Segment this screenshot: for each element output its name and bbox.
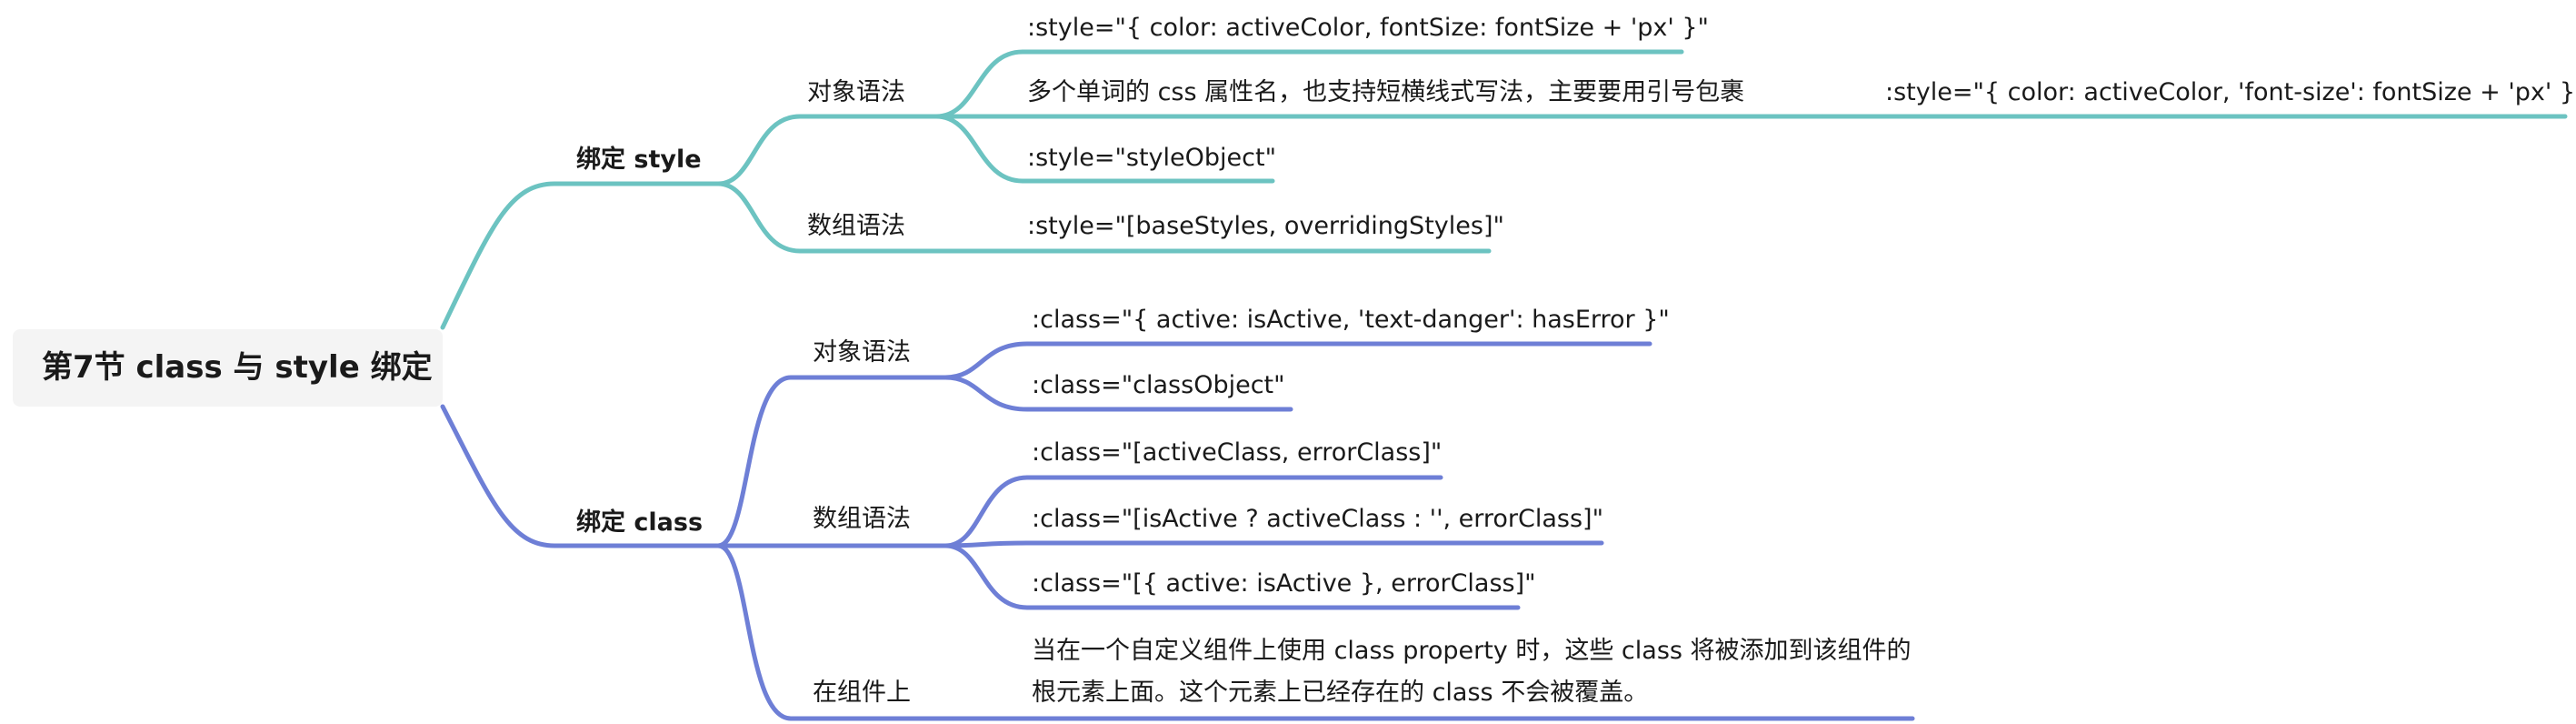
edge-root-to-class: [440, 404, 721, 548]
style-object-leaf-1[interactable]: :style="{ color: activeColor, fontSize: …: [1027, 14, 1709, 42]
class-component-leaf-1[interactable]: 当在一个自定义组件上使用 class property 时，这些 class 将…: [1032, 637, 1912, 707]
class-array-syntax[interactable]: 数组语法: [813, 505, 911, 533]
root-node[interactable]: [13, 329, 443, 407]
edge-style-to-object: [715, 114, 953, 186]
class-array-leaf-2[interactable]: :class="[isActive ? activeClass : '', er…: [1032, 505, 1604, 533]
class-object-leaf-1[interactable]: :class="{ active: isActive, 'text-danger…: [1032, 306, 1670, 334]
edge-object-to-leaf3: [934, 114, 1275, 184]
branch-bind-style[interactable]: 绑定 style: [576, 146, 702, 174]
edge-cobj-to-leaf2: [943, 375, 1293, 412]
style-array-syntax[interactable]: 数组语法: [807, 212, 905, 240]
style-object-subleaf[interactable]: :style="{ color: activeColor, 'font-size…: [1885, 78, 2576, 106]
edge-class-to-object: [715, 375, 957, 548]
edge-object-to-leaf1: [934, 49, 1684, 119]
style-branch-connectors: [440, 49, 2568, 330]
class-branch-connectors: [440, 341, 1915, 721]
edge-root-to-style: [440, 181, 721, 330]
root-title: 第7节 class 与 style 绑定: [42, 349, 433, 386]
class-object-syntax[interactable]: 对象语法: [813, 338, 911, 367]
edge-style-to-array: [715, 181, 953, 254]
style-object-leaf-2[interactable]: 多个单词的 css 属性名，也支持短横线式写法，主要要用引号包裹: [1027, 78, 1745, 106]
class-on-component[interactable]: 在组件上: [813, 679, 911, 707]
edge-class-to-component: [715, 543, 957, 721]
style-array-leaf-1[interactable]: :style="[baseStyles, overridingStyles]": [1027, 212, 1504, 240]
class-array-leaf-3[interactable]: :class="[{ active: isActive }, errorClas…: [1032, 569, 1536, 598]
class-array-leaf-1[interactable]: :class="[activeClass, errorClass]": [1032, 438, 1443, 467]
edge-carr-to-leaf3: [943, 543, 1521, 610]
style-object-syntax[interactable]: 对象语法: [807, 78, 905, 106]
edge-carr-to-leaf2: [943, 540, 1604, 548]
branch-bind-class[interactable]: 绑定 class: [576, 508, 704, 537]
style-object-leaf-3[interactable]: :style="styleObject": [1027, 144, 1276, 172]
edge-carr-to-leaf1: [943, 475, 1443, 548]
class-object-leaf-2[interactable]: :class="classObject": [1032, 371, 1285, 399]
edge-cobj-to-leaf1: [943, 341, 1652, 380]
